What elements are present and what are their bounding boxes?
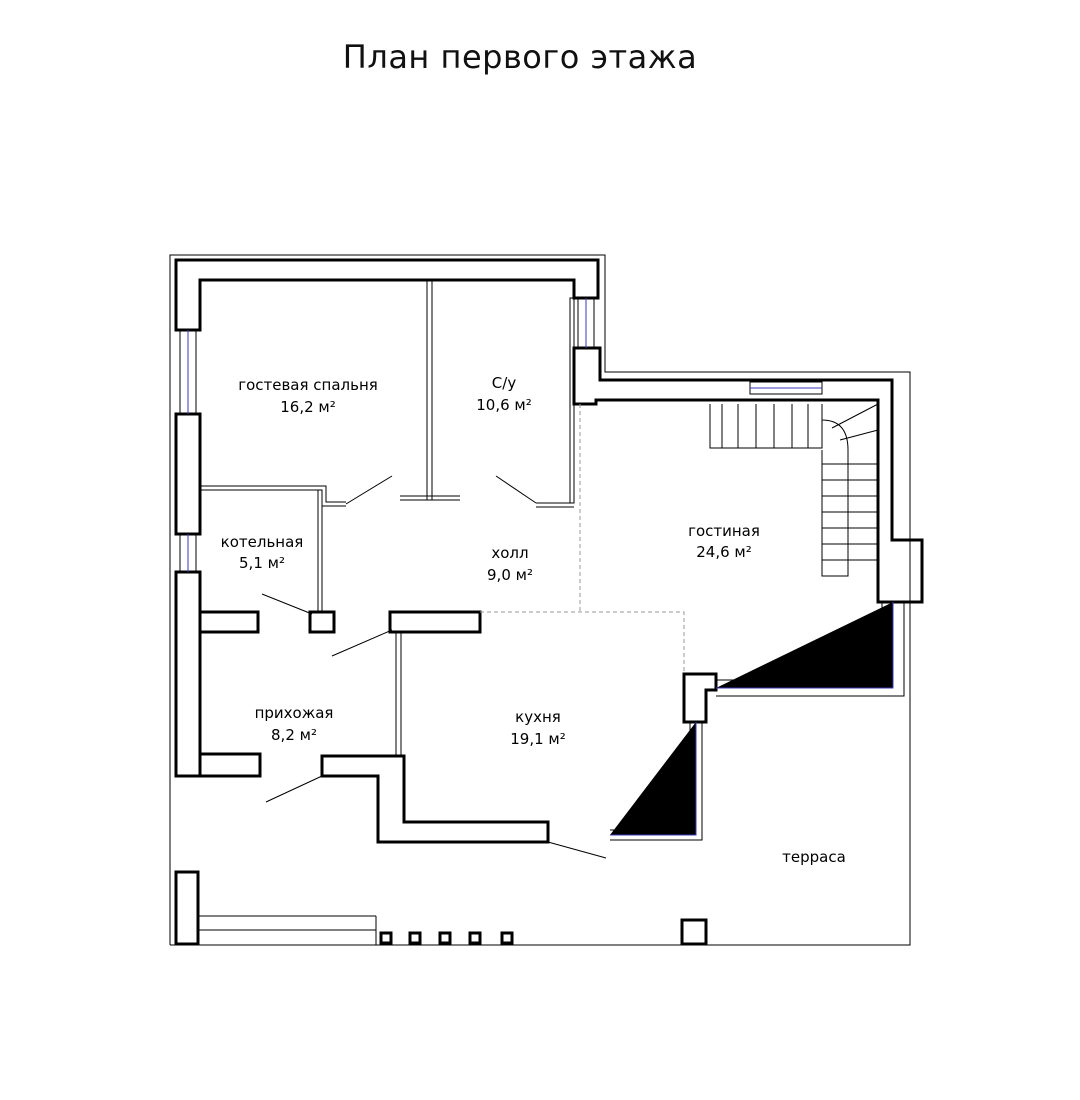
plan-title: План первого этажа: [342, 38, 698, 76]
room-area-guest-bedroom: 16,2 м²: [280, 398, 336, 416]
exterior-walls: [174, 258, 924, 946]
room-name-kitchen: кухня: [515, 708, 561, 726]
room-area-living-room: 24,6 м²: [696, 543, 752, 561]
zone-boundaries: [480, 404, 685, 674]
room-name-living-room: гостиная: [688, 522, 760, 540]
room-area-boiler-room: 5,1 м²: [239, 554, 285, 572]
room-name-boiler-room: котельная: [221, 533, 304, 551]
room-name-bathroom: С/у: [492, 374, 517, 392]
site-outline: [169, 254, 911, 946]
staircase: [709, 403, 879, 577]
room-area-kitchen: 19,1 м²: [510, 730, 566, 748]
room-area-entrance-hall: 8,2 м²: [271, 726, 317, 744]
room-name-hall: холл: [491, 544, 528, 562]
terrace-label: терраса: [782, 848, 846, 866]
interior-partitions: [200, 279, 607, 859]
windows: [179, 297, 905, 841]
room-area-bathroom: 10,6 м²: [476, 396, 532, 414]
room-name-guest-bedroom: гостевая спальня: [238, 376, 378, 394]
room-area-hall: 9,0 м²: [487, 566, 533, 584]
terrace-details: [198, 915, 514, 945]
room-name-entrance-hall: прихожая: [255, 704, 334, 722]
